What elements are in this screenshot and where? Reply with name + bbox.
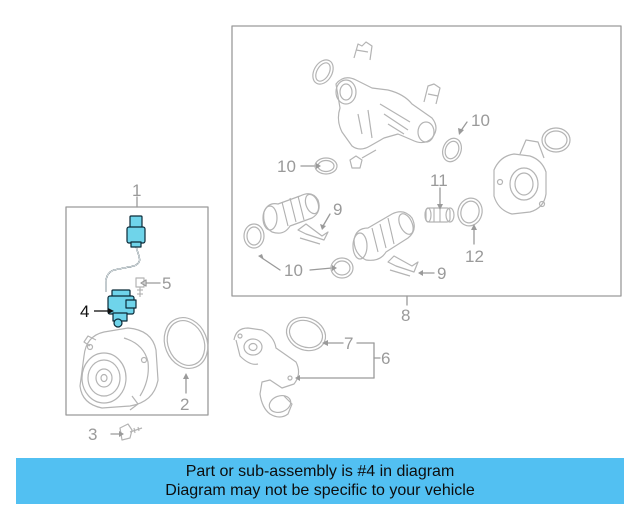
retaining-clips	[353, 41, 441, 105]
outlet-housing	[493, 139, 547, 215]
callout-numbers: 1 2 3 4 5 6 7 8 9 9 10 10 10 11 12	[80, 111, 490, 444]
callout-9-upper: 9	[333, 200, 342, 219]
clip-part-9	[297, 223, 419, 277]
callout-2: 2	[180, 395, 189, 414]
leader-lines	[110, 121, 475, 435]
bellows-hose-left	[262, 193, 320, 234]
bolt-part-3	[119, 423, 143, 441]
callout-10-top: 10	[471, 111, 490, 130]
o-ring-part-7	[285, 316, 327, 352]
o-ring-top-right	[541, 127, 571, 153]
callout-6: 6	[381, 349, 390, 368]
bellows-hose-center	[352, 211, 415, 261]
callout-5: 5	[162, 274, 171, 293]
callout-arrows	[94, 128, 477, 437]
thermostat-housing-part-6	[233, 327, 300, 418]
banner-line-1: Part or sub-assembly is #4 in diagram	[185, 463, 455, 480]
callout-11: 11	[430, 171, 448, 190]
callout-7: 7	[344, 334, 353, 353]
callout-10-middle: 10	[277, 157, 296, 176]
callout-1: 1	[132, 181, 141, 200]
water-pump-housing	[79, 327, 159, 411]
sensor-part-4-highlighted	[105, 215, 146, 328]
bolt-part-5	[135, 277, 145, 297]
o-ring-part-2	[163, 317, 209, 369]
fitting-part-11	[424, 207, 455, 223]
callout-3: 3	[88, 425, 97, 444]
callout-10-bottom: 10	[284, 261, 303, 280]
callout-12: 12	[465, 247, 484, 266]
group-box-8	[231, 25, 622, 297]
bolt-box8	[349, 149, 377, 169]
o-rings-part-10	[243, 59, 463, 279]
callout-8: 8	[401, 306, 410, 325]
info-banner: Part or sub-assembly is #4 in diagram Di…	[16, 458, 624, 504]
callout-4: 4	[80, 302, 89, 321]
callout-9-lower: 9	[437, 264, 446, 283]
o-ring-part-12	[457, 197, 483, 227]
banner-line-2: Diagram may not be specific to your vehi…	[165, 482, 475, 499]
coolant-flange	[335, 77, 437, 150]
